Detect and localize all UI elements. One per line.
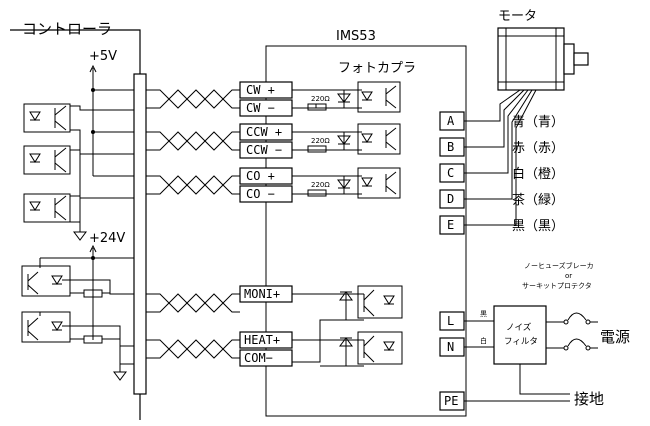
- ground-label: 接地: [574, 390, 604, 408]
- terminal-ccw-minus: CCW −: [246, 143, 282, 157]
- controller-input-1: [21, 265, 134, 298]
- terminal-ccw-plus: CCW +: [246, 125, 282, 139]
- motor-title: モータ: [498, 9, 537, 24]
- controller-input-2: [21, 311, 134, 365]
- terminal-l: L: [447, 314, 454, 328]
- resistor-label-ccw: 220Ω: [311, 137, 330, 145]
- motor-terminal-block: A B C D E: [439, 111, 465, 235]
- terminal-pe: PE: [444, 394, 458, 408]
- controller-output-1: [23, 103, 134, 138]
- wire-label-l: 黒: [480, 310, 487, 318]
- v24-label: +24V: [89, 231, 125, 246]
- wire-label-c: 白（橙）: [512, 166, 564, 182]
- terminal-e: E: [447, 218, 454, 232]
- terminal-heat-plus: HEAT+: [244, 333, 280, 347]
- wire-label-a: 青（青）: [512, 115, 564, 130]
- controller-title: コントローラ: [22, 20, 112, 38]
- resistor-label-co: 220Ω: [311, 181, 330, 189]
- terminal-c: C: [447, 166, 454, 180]
- v5-arrow: [89, 64, 97, 78]
- terminal-cw-minus: CW −: [246, 101, 275, 115]
- wire-label-e: 黒（黒）: [512, 219, 564, 234]
- motor: モータ 青（青） 赤（赤） 白（橙） 茶（緑） 黒（黒）: [464, 9, 589, 234]
- wire-label-b: 赤（赤）: [512, 141, 564, 156]
- io-terminal-block: CW + CW − CCW + CCW − CO + CO − MONI+ HE…: [239, 81, 293, 367]
- power-source-label: 電源: [600, 328, 630, 346]
- motor-body: [497, 27, 565, 91]
- resistor-label-cw: 220Ω: [311, 95, 330, 103]
- driver-outline: [265, 45, 467, 417]
- controller-connector: [133, 73, 147, 395]
- power-terminal-block: L N PE: [439, 311, 465, 411]
- terminal-d: D: [447, 192, 454, 206]
- output-channel-heat: [292, 331, 403, 367]
- wire-label-n: 白: [480, 336, 487, 345]
- driver-block: IMS53 フォトカプラ CW + CW − CCW + CCW − CO + …: [239, 29, 467, 417]
- twisted-pair-cables: [146, 89, 240, 359]
- filter-label-1: ノイズ: [506, 322, 532, 333]
- breaker-label-3: サーキットプロテクタ: [522, 281, 592, 290]
- input-channel-cw: 220Ω: [292, 81, 401, 113]
- photocoupler-label: フォトカプラ: [338, 61, 416, 76]
- terminal-cw-plus: CW +: [246, 83, 275, 97]
- driver-title: IMS53: [336, 29, 376, 44]
- breaker-label-1: ノーヒューズブレーカ: [524, 261, 594, 270]
- input-channel-co: 220Ω: [292, 167, 401, 199]
- controller-block: コントローラ +5V: [10, 20, 147, 420]
- terminal-b: B: [447, 140, 454, 154]
- ground-symbol-1: [73, 222, 87, 241]
- terminal-co-minus: CO −: [246, 187, 275, 201]
- breaker-label-2: or: [565, 272, 572, 280]
- terminal-moni-plus: MONI+: [244, 287, 280, 301]
- controller-output-3: [23, 193, 134, 223]
- ground-symbol-2: [113, 364, 127, 381]
- terminal-n: N: [447, 340, 454, 354]
- terminal-com-minus: COM−: [244, 351, 273, 365]
- wire-label-d: 茶（緑）: [512, 192, 564, 208]
- filter-label-2: フィルタ: [504, 337, 538, 347]
- power-section: 黒 白 ノイズ フィルタ ノーヒューズブレーカ or サーキットプロテクタ 電源…: [464, 261, 630, 408]
- terminal-a: A: [447, 114, 455, 128]
- terminal-co-plus: CO +: [246, 169, 275, 183]
- noise-filter: [493, 305, 547, 365]
- controller-output-2: [23, 145, 134, 175]
- v5-label: +5V: [89, 49, 117, 64]
- output-channel-moni: [292, 285, 403, 363]
- input-channel-ccw: 220Ω: [292, 123, 401, 155]
- circuit-breaker: [546, 312, 598, 351]
